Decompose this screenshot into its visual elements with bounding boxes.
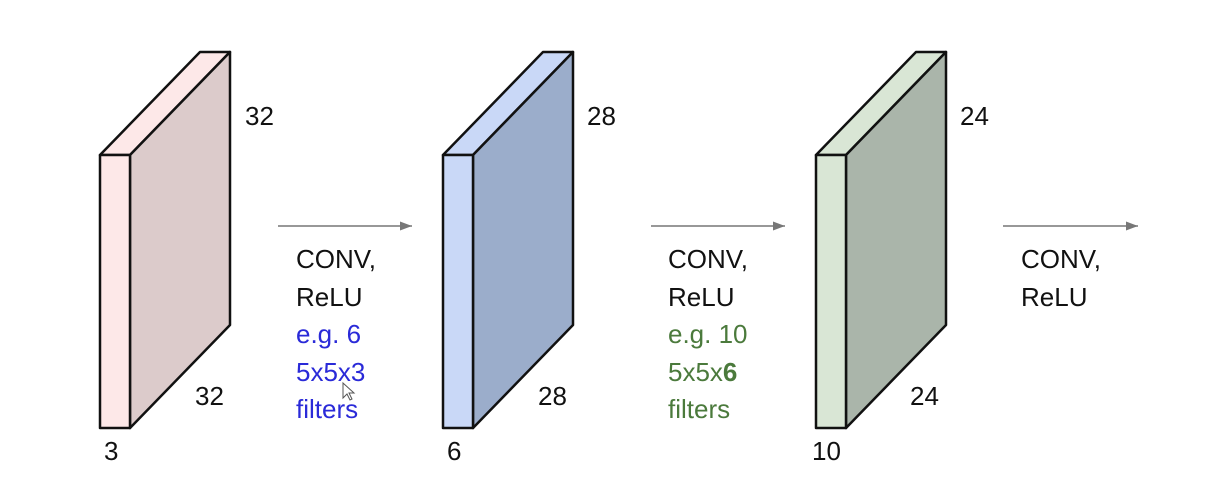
- layer-2-filters-word: filters: [668, 394, 731, 424]
- layer-2-description: CONV, ReLU e.g. 10 5x5x6 filters: [668, 241, 748, 429]
- mouse-cursor-icon: [342, 381, 356, 401]
- layer-1-filter-size: 5x5x3: [296, 356, 366, 387]
- volume-1-depth: 3: [104, 436, 119, 466]
- layer-1-activation: ReLU: [296, 281, 363, 312]
- layer-3-activation: ReLU: [1021, 281, 1088, 312]
- layer-1-filters-word: filters: [296, 394, 359, 424]
- volume-2-front-face: [441, 153, 475, 430]
- layer-2-filter-count: e.g. 10: [668, 319, 748, 349]
- layer-3-description: CONV, ReLU: [1021, 241, 1101, 316]
- layer-1-filter-count: e.g. 6: [296, 319, 362, 349]
- layer-2-filter-size: 5x5x6: [668, 356, 738, 387]
- volume-2-depth: 6: [447, 436, 462, 466]
- layer-1-description: CONV, ReLU e.g. 6 5x5x3 filters: [296, 241, 376, 429]
- volume-1-width: 32: [195, 381, 224, 411]
- volume-1-height: 32: [245, 101, 274, 131]
- volume-2-width: 28: [538, 381, 567, 411]
- volume-3-front-face: [814, 153, 848, 430]
- layer-2-op: CONV,: [668, 244, 748, 274]
- volume-3-depth: 10: [812, 436, 841, 466]
- layer-3-op: CONV,: [1021, 244, 1101, 274]
- volume-2-height: 28: [587, 101, 616, 131]
- volume-3-height: 24: [960, 101, 989, 131]
- volume-3-width: 24: [910, 381, 939, 411]
- layer-2-activation: ReLU: [668, 281, 735, 312]
- layer-1-op: CONV,: [296, 244, 376, 274]
- volume-1-front-face: [98, 153, 132, 430]
